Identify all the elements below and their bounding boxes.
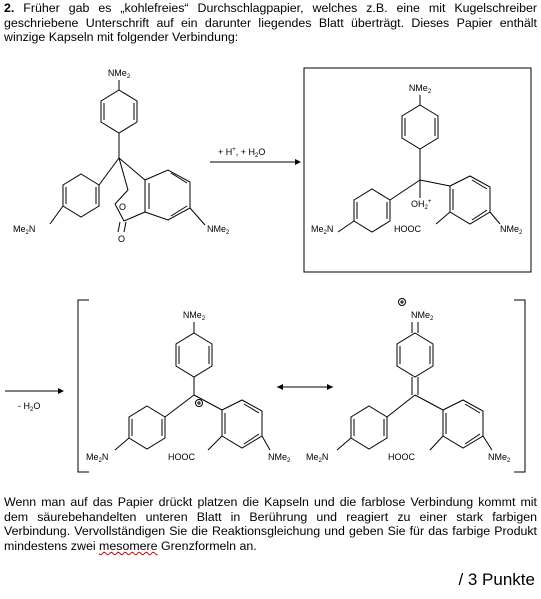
form-b-nme2-top: NMe2: [411, 310, 434, 322]
lactone-me2n-left: Me2N: [13, 224, 35, 236]
intermediate-box: [303, 67, 532, 273]
intermediate-nme2-right: NMe2: [500, 224, 523, 236]
intermediate-nme2-top: NMe2: [409, 83, 432, 95]
points-label: / 3 Punkte: [458, 570, 535, 589]
intermediate-me2n: Me2N: [311, 224, 333, 236]
intro-paragraph: 2. Früher gab es „kohlefreies“ Durchschl…: [4, 1, 537, 45]
molecule-lactone: [49, 80, 206, 233]
lactone-nme2-right: NMe2: [207, 224, 230, 236]
form-b-me2n: Me2N: [306, 452, 328, 464]
form-b-hooc: HOOC: [388, 452, 416, 462]
intermediate-hooc: HOOC: [394, 224, 422, 234]
outro-paragraph: Wenn man auf das Papier drückt platzen d…: [4, 495, 537, 553]
molecule-cation-form-b: [336, 298, 493, 451]
outro-text-squiggle: mesomere: [99, 538, 158, 553]
arrow2-reagents: - H2O: [18, 401, 40, 413]
molecule-intermediate: [337, 95, 501, 233]
intermediate-oh2-plus: OH2+: [411, 199, 432, 211]
form-a-me2n: Me2N: [86, 452, 108, 464]
form-a-hooc: HOOC: [168, 452, 196, 462]
outro-text-b: Grenzformeln an.: [157, 538, 257, 553]
intro-text: Früher gab es „kohlefreies“ Durchschlagp…: [4, 1, 537, 45]
form-a-nme2-right: NMe2: [268, 452, 291, 464]
task-number: 2.: [4, 1, 15, 15]
outro-text-a: Wenn man auf das Papier drückt platzen d…: [4, 495, 537, 553]
form-a-nme2-top: NMe2: [183, 310, 206, 322]
lactone-carbonyl-oxygen: O: [118, 234, 125, 244]
molecule-cation-form-a: [114, 322, 271, 451]
bracket-right: [514, 299, 526, 473]
lactone-nme2-top: NMe2: [108, 68, 131, 80]
lactone-ring-oxygen: O: [119, 202, 126, 212]
bracket-left: [77, 299, 89, 473]
form-b-nme2-right: NMe2: [488, 452, 511, 464]
arrow1-reagents: + H+, + H2O: [218, 147, 265, 159]
